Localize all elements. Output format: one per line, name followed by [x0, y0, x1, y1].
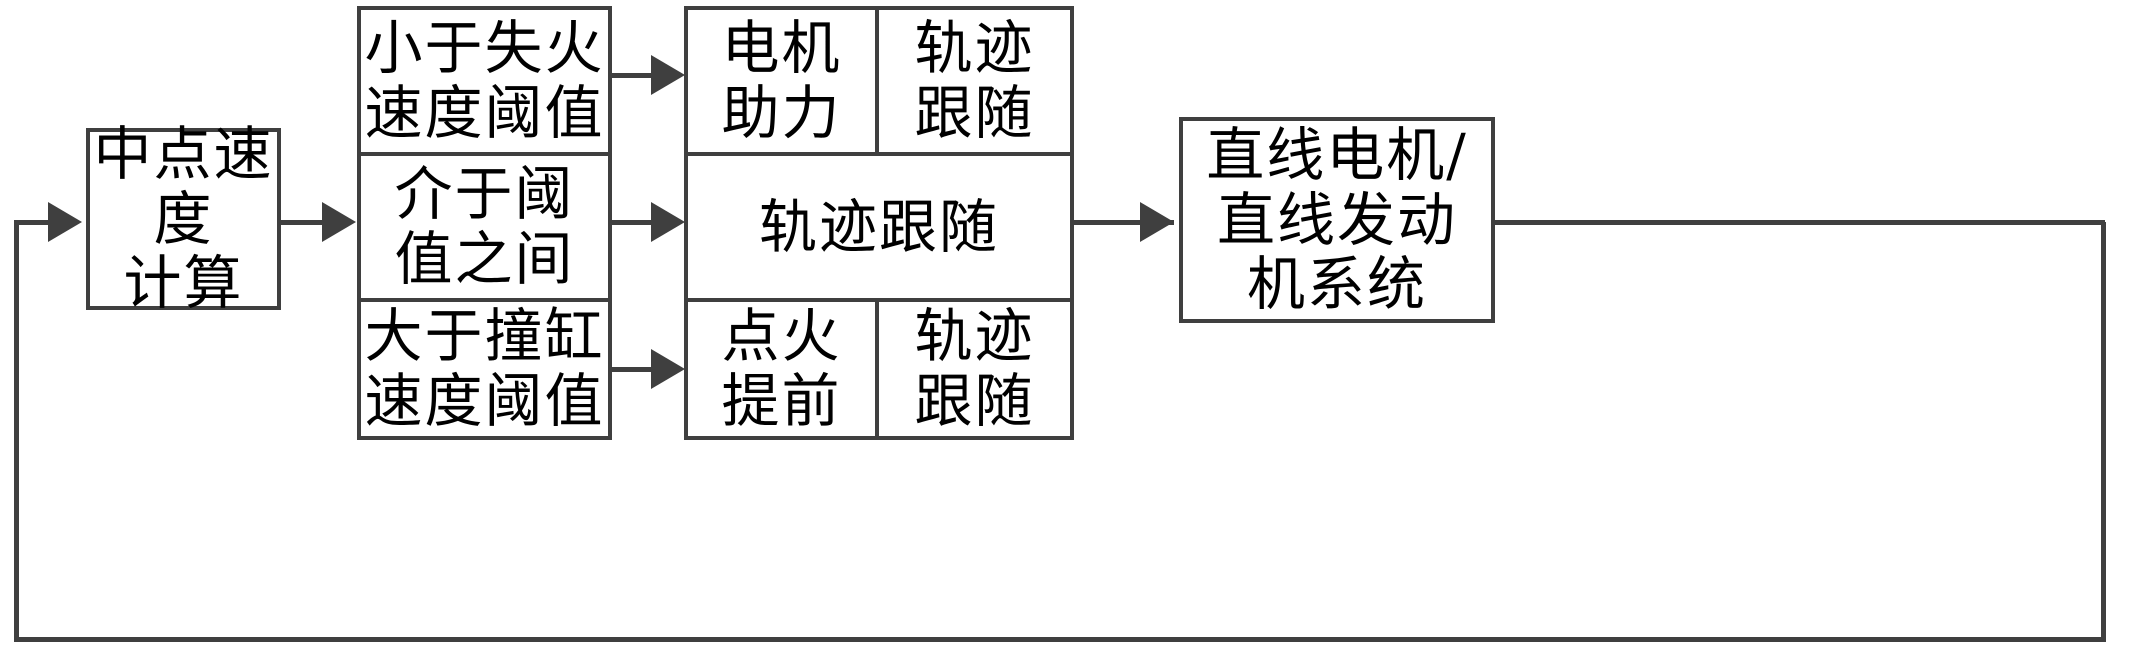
condition-between-thresholds[interactable]: 介于阈 值之间 [361, 156, 608, 302]
condition-stack: 小于失火 速度阈值 介于阈 值之间 大于撞缸 速度阈值 [357, 6, 612, 440]
connector-plant-to-feedback [1495, 220, 2105, 225]
arrow-into-speed-calc [48, 202, 82, 242]
action-ignition-advance-label: 点火 提前 [721, 302, 842, 435]
action-motor-assist-label: 电机 助力 [721, 14, 842, 147]
feedback-left-segment [14, 222, 19, 642]
connector-speedcalc-to-conditions [281, 220, 325, 225]
connector-cond2-to-action2 [612, 220, 654, 225]
arrow-into-action-row-top [651, 55, 685, 95]
condition-above-collision[interactable]: 大于撞缸 速度阈值 [361, 302, 608, 436]
condition-below-misfire[interactable]: 小于失火 速度阈值 [361, 10, 608, 156]
connector-actions-to-plant [1074, 220, 1174, 225]
node-linear-motor-engine-system-label: 直线电机/ 直线发动 机系统 [1206, 120, 1468, 319]
action-row-top: 电机 助力 轨迹 跟随 [688, 10, 1070, 156]
condition-below-misfire-label: 小于失火 速度阈值 [364, 14, 605, 147]
arrow-into-plant [1140, 202, 1174, 242]
feedback-entry-segment [14, 220, 74, 225]
condition-above-collision-label: 大于撞缸 速度阈值 [364, 302, 605, 435]
action-trajectory-follow-top[interactable]: 轨迹 跟随 [879, 10, 1070, 152]
arrow-into-action-row-mid [651, 202, 685, 242]
condition-between-thresholds-label: 介于阈 值之间 [394, 160, 575, 293]
action-ignition-advance[interactable]: 点火 提前 [688, 302, 879, 436]
connector-cond1-to-action1 [612, 73, 654, 78]
action-trajectory-follow-middle-label: 轨迹跟随 [758, 192, 999, 261]
node-linear-motor-engine-system[interactable]: 直线电机/ 直线发动 机系统 [1179, 117, 1495, 323]
action-trajectory-follow-middle[interactable]: 轨迹跟随 [688, 156, 1070, 298]
action-grid: 电机 助力 轨迹 跟随 轨迹跟随 点火 提前 轨迹 跟随 [684, 6, 1074, 440]
action-trajectory-follow-bottom-label: 轨迹 跟随 [914, 302, 1035, 435]
feedback-bottom-segment [14, 637, 2106, 642]
feedback-right-segment [2101, 222, 2106, 642]
action-row-middle: 轨迹跟随 [688, 156, 1070, 302]
node-speed-calculation[interactable]: 中点速度 计算 [86, 121, 281, 316]
arrow-into-conditions [322, 202, 356, 242]
connector-cond3-to-action3 [612, 367, 654, 372]
action-row-bottom: 点火 提前 轨迹 跟随 [688, 302, 1070, 436]
action-trajectory-follow-bottom[interactable]: 轨迹 跟随 [879, 302, 1070, 436]
node-speed-calculation-label: 中点速度 计算 [93, 119, 274, 318]
action-motor-assist[interactable]: 电机 助力 [688, 10, 879, 152]
action-trajectory-follow-top-label: 轨迹 跟随 [914, 14, 1035, 147]
arrow-into-action-row-bottom [651, 349, 685, 389]
